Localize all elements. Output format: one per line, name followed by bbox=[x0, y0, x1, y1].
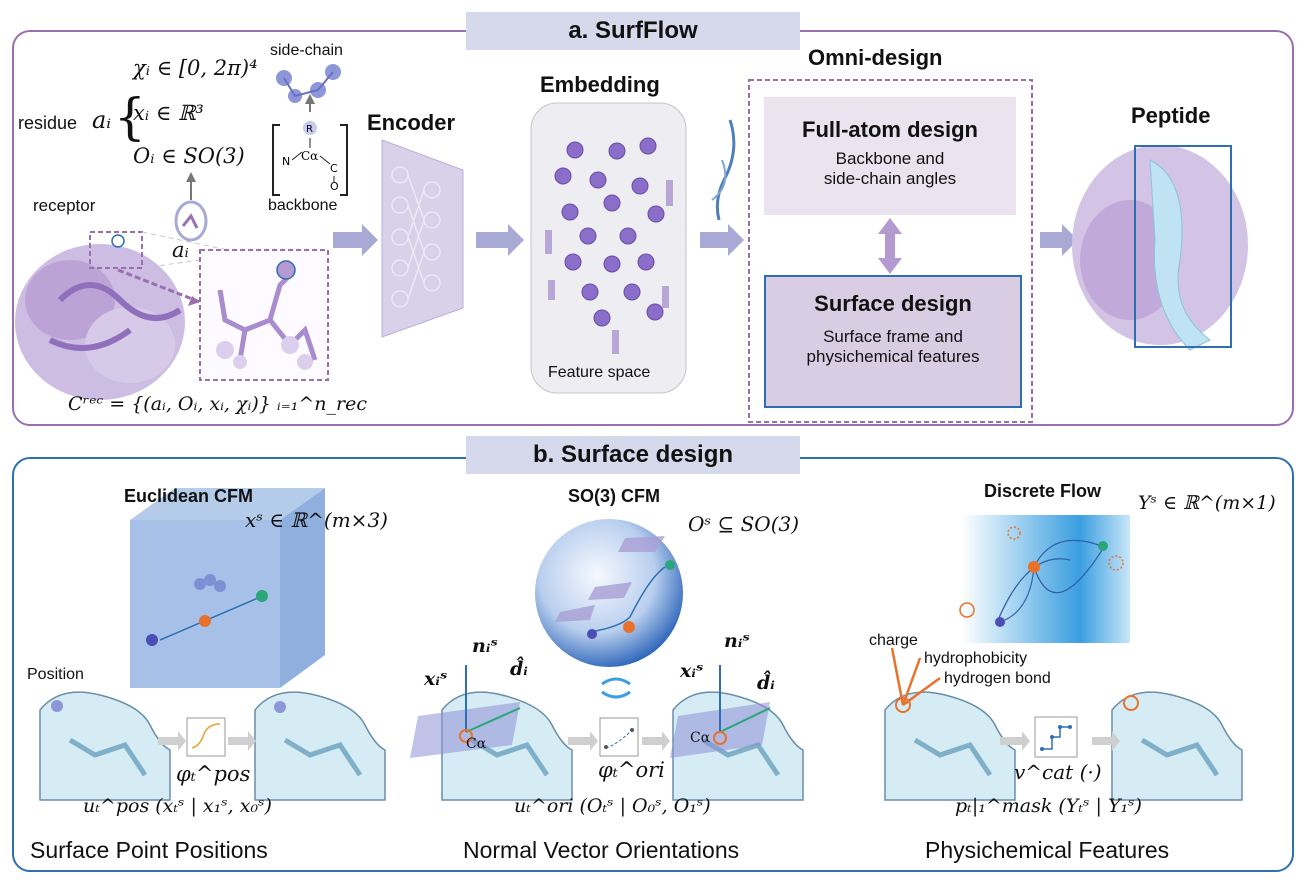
backbone-label: backbone bbox=[268, 197, 338, 214]
hydrogen-bond-label: hydrogen bond bbox=[944, 670, 1051, 687]
u-ori-equation: uₜ^ori (Oₜˢ | O₀ˢ, O₁ˢ) bbox=[514, 795, 711, 817]
svg-text:Cα: Cα bbox=[301, 149, 318, 163]
surface-title: Surface design bbox=[814, 291, 972, 316]
charge-label: charge bbox=[869, 632, 918, 649]
caption-orientations: Normal Vector Orientations bbox=[463, 837, 740, 863]
caption-physichemical: Physichemical Features bbox=[925, 837, 1170, 863]
svg-text:N: N bbox=[282, 155, 290, 168]
ai-label: aᵢ bbox=[172, 238, 189, 262]
brace: { bbox=[114, 88, 146, 146]
ca-label-left: Cα bbox=[466, 736, 487, 752]
n-label-right: nᵢˢ bbox=[724, 630, 750, 652]
euclidean-eq: xˢ ∈ ℝ^(m×3) bbox=[245, 508, 388, 532]
full-atom-desc-2: side-chain angles bbox=[823, 169, 957, 188]
so3-cfm-title: SO(3) CFM bbox=[568, 486, 660, 506]
residue-symbol: aᵢ bbox=[92, 106, 112, 134]
x-label-left: xᵢˢ bbox=[424, 668, 448, 690]
x-label-right: xᵢˢ bbox=[680, 660, 704, 682]
discrete-flow-title: Discrete Flow bbox=[984, 481, 1102, 501]
surface-desc-1: Surface frame and bbox=[823, 327, 963, 346]
surface-desc-2: physichemical features bbox=[806, 347, 980, 366]
full-atom-desc-1: Backbone and bbox=[835, 149, 945, 168]
peptide-complex bbox=[1072, 145, 1248, 351]
residue-label: residue bbox=[18, 113, 78, 133]
d-label-right: d̂ᵢ bbox=[757, 672, 775, 694]
svg-text:O: O bbox=[330, 180, 339, 193]
euclidean-cfm-title: Euclidean CFM bbox=[124, 486, 254, 506]
d-label-left: d̂ᵢ bbox=[510, 658, 528, 680]
x-equation: xᵢ ∈ ℝ³ bbox=[133, 101, 204, 125]
phi-ori: φₜ^ori bbox=[598, 758, 665, 782]
p-mask-equation: pₜ|₁^mask (Υₜˢ | Υ₁ˢ) bbox=[955, 795, 1142, 817]
so3-eq: Oˢ ⊆ SO(3) bbox=[688, 512, 800, 536]
surface-design-box: Surface design Surface frame and physich… bbox=[764, 275, 1022, 408]
peptide-label: Peptide bbox=[1131, 103, 1211, 128]
full-atom-design-box: Full-atom design Backbone and side-chain… bbox=[764, 97, 1016, 215]
ca-label-right: Cα bbox=[690, 730, 711, 746]
position-label: Position bbox=[27, 666, 84, 683]
omni-design-label: Omni-design bbox=[808, 45, 943, 70]
hydrophobicity-label: hydrophobicity bbox=[924, 650, 1028, 667]
receptor-label: receptor bbox=[33, 196, 96, 215]
encoder-label: Encoder bbox=[367, 110, 456, 135]
v-cat-equation: v^cat (·) bbox=[1014, 760, 1102, 784]
chi-equation: χᵢ ∈ [0, 2π)⁴ bbox=[133, 56, 258, 80]
o-equation: Oᵢ ∈ SO(3) bbox=[133, 144, 245, 168]
side-chain-label: side-chain bbox=[270, 42, 343, 59]
svg-text:C: C bbox=[330, 162, 338, 175]
feature-space-label: Feature space bbox=[548, 364, 651, 381]
phi-pos: φₜ^pos bbox=[176, 762, 251, 786]
embedding-label: Embedding bbox=[540, 72, 660, 97]
u-pos-equation: uₜ^pos (xₜˢ | x₁ˢ, x₀ˢ) bbox=[83, 795, 272, 817]
caption-positions: Surface Point Positions bbox=[30, 837, 268, 863]
crec-equation: Cʳᵉᶜ = {(aᵢ, Oᵢ, xᵢ, χᵢ)} ᵢ₌₁^n_rec bbox=[68, 393, 367, 415]
panel-b-title: b. Surface design bbox=[466, 436, 800, 474]
receptor-protein bbox=[15, 244, 185, 400]
n-label-left: nᵢˢ bbox=[472, 635, 498, 657]
full-atom-title: Full-atom design bbox=[802, 117, 978, 142]
panel-a-title: a. SurfFlow bbox=[466, 12, 800, 50]
discrete-eq: Υˢ ∈ ℝ^(m×1) bbox=[1138, 492, 1276, 514]
svg-text:R: R bbox=[306, 124, 313, 135]
